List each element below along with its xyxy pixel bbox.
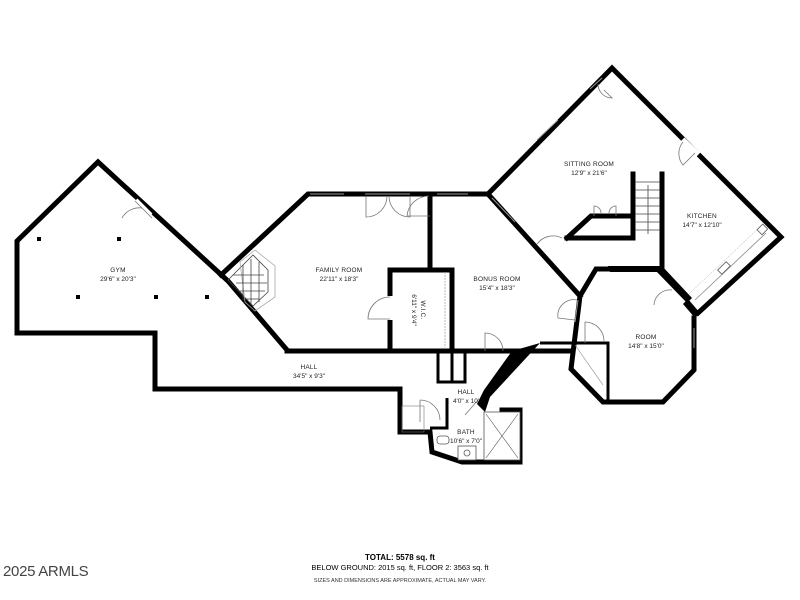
room-dimensions: 15'4" x 18'3" bbox=[479, 285, 515, 292]
room-dimensions: 6'11" x 9'4" bbox=[410, 294, 417, 326]
room-dimensions: 12'9" x 21'6" bbox=[571, 170, 607, 177]
room-label-room: ROOM 14'8" x 15'0" bbox=[628, 333, 664, 351]
area-breakdown: BELOW GROUND: 2015 sq. ft, FLOOR 2: 3563… bbox=[311, 563, 489, 572]
room-label-sitting-room: SITTING ROOM 12'9" x 21'6" bbox=[564, 160, 614, 178]
room-label-gym: GYM 29'6" x 20'3" bbox=[100, 266, 136, 284]
room-dimensions: 14'8" x 15'0" bbox=[628, 343, 664, 350]
room-walls bbox=[540, 266, 697, 405]
room-dimensions: 10'6" x 7'0" bbox=[449, 438, 483, 445]
room-name: ROOM bbox=[635, 334, 657, 341]
room-name: BONUS ROOM bbox=[473, 276, 521, 283]
room-name: BATH bbox=[457, 429, 475, 436]
room-name: HALL bbox=[457, 389, 475, 396]
room-dimensions: 29'6" x 20'3" bbox=[100, 276, 136, 283]
room-label-family-room: FAMILY ROOM 22'11" x 18'3" bbox=[316, 266, 363, 284]
copyright-watermark: 2025 ARMLS bbox=[3, 563, 89, 580]
room-label-hall-small: HALL 4'0" x 10' bbox=[453, 388, 479, 406]
room-name: HALL bbox=[300, 364, 318, 371]
stairs-left bbox=[227, 249, 276, 312]
disclaimer: SIZES AND DIMENSIONS ARE APPROXIMATE, AC… bbox=[313, 578, 487, 584]
room-name: KITCHEN bbox=[687, 213, 717, 220]
room-name: SITTING ROOM bbox=[563, 161, 615, 168]
room-label-kitchen: KITCHEN 14'7" x 12'10" bbox=[682, 212, 721, 230]
room-name: FAMILY ROOM bbox=[315, 267, 363, 274]
gym-walls bbox=[14, 158, 523, 465]
room-label-hall: HALL 34'5" x 9'3" bbox=[293, 363, 325, 381]
room-dimensions: 22'11" x 18'3" bbox=[319, 276, 359, 283]
room-label-wic: W.I.C. 6'11" x 9'4" bbox=[409, 294, 427, 326]
room-label-bath: BATH 10'6" x 7'0" bbox=[450, 428, 482, 446]
room-name: GYM bbox=[110, 267, 126, 274]
room-dimensions: 34'5" x 9'3" bbox=[292, 373, 326, 380]
room-label-bonus-room: BONUS ROOM 15'4" x 18'3" bbox=[473, 275, 520, 293]
stairs-sitting bbox=[635, 181, 660, 234]
room-dimensions: 4'0" x 10' bbox=[452, 398, 480, 405]
total-area: TOTAL: 5578 sq. ft bbox=[365, 553, 435, 562]
bonus-sitting-kitchen-walls bbox=[484, 64, 785, 318]
wic-walls bbox=[367, 267, 455, 354]
hall-bath-walls bbox=[401, 332, 540, 461]
room-dimensions: 14'7" x 12'10" bbox=[682, 222, 722, 229]
room-name: W.I.C. bbox=[419, 300, 426, 320]
